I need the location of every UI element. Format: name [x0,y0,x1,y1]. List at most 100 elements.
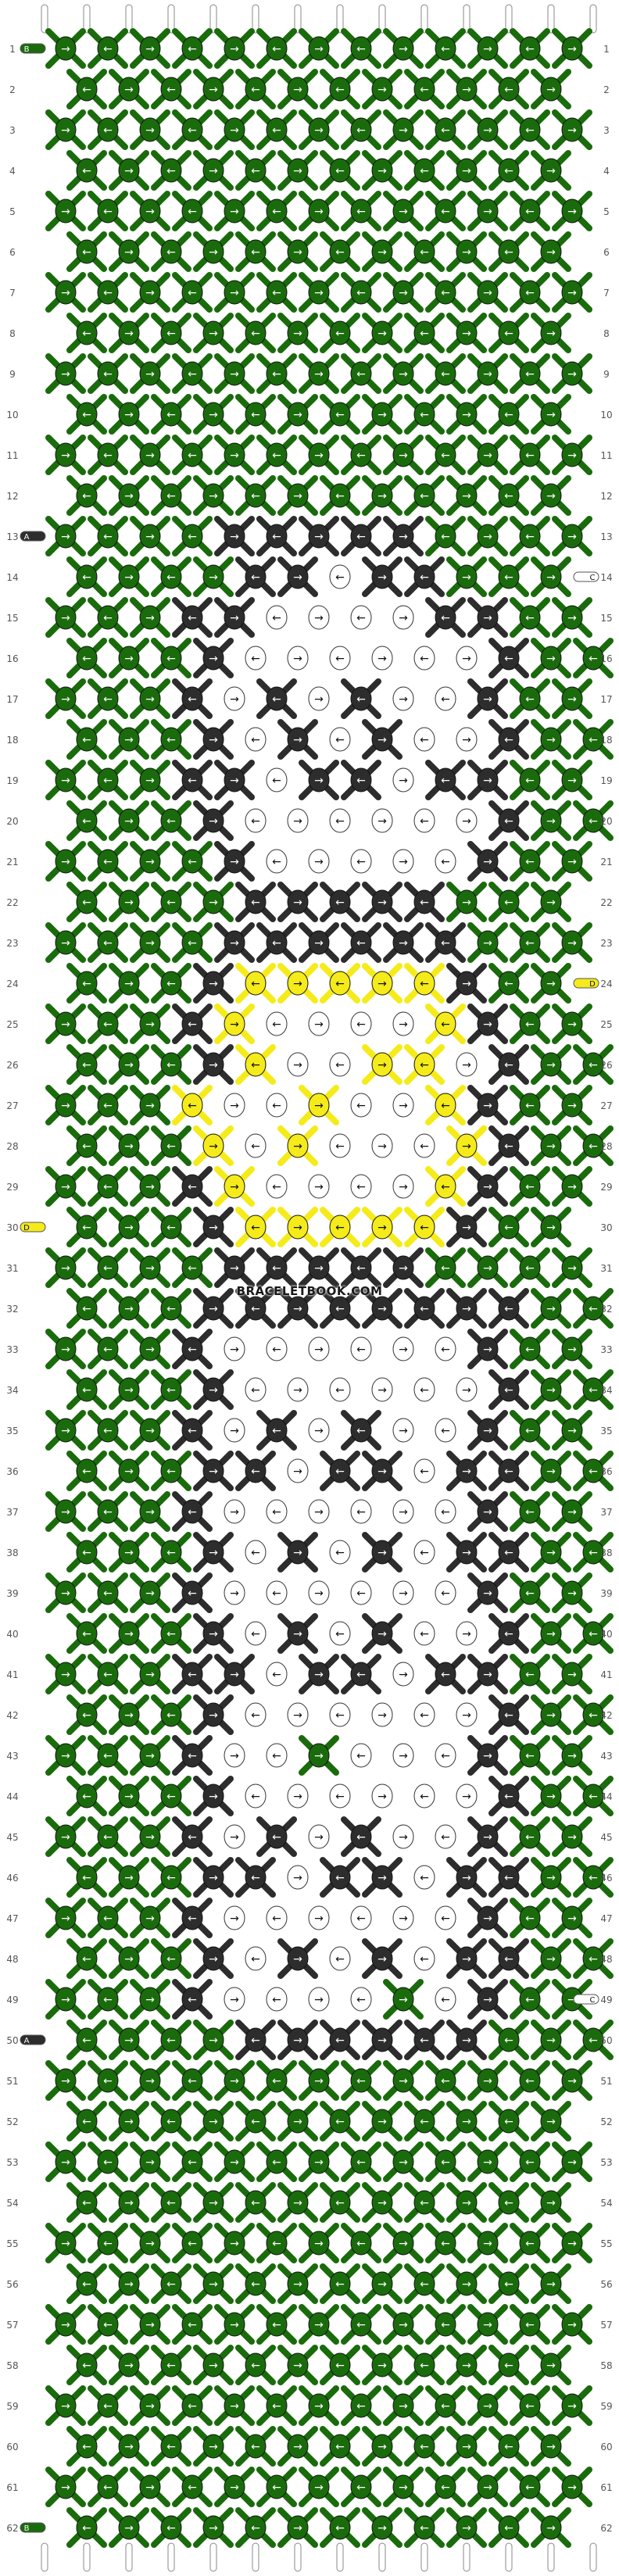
arrow-left-icon: ← [251,2034,260,2047]
arrow-right-icon: → [546,2278,556,2291]
arrow-left-icon: ← [251,1547,260,1559]
row-number-right: 31 [600,1263,612,1274]
arrow-left-icon: ← [420,2278,429,2291]
arrow-right-icon: → [483,937,492,950]
arrow-left-icon: ← [272,1506,281,1519]
arrow-left-icon: ← [504,490,513,503]
arrow-right-icon: → [293,1628,302,1640]
row-number-right: 44 [600,1791,612,1802]
arrow-left-icon: ← [82,2522,91,2535]
arrow-left-icon: ← [272,206,281,218]
arrow-right-icon: → [314,124,324,137]
knot [540,158,562,183]
arrow-right-icon: → [462,2522,471,2535]
arrow-left-icon: ← [188,2481,197,2494]
strand-top-stub [294,4,302,34]
arrow-right-icon: → [293,1872,302,1884]
arrow-right-icon: → [462,1872,471,1884]
arrow-left-icon: ← [420,2522,429,2535]
knot [477,117,499,142]
arrow-left-icon: ← [103,1587,113,1600]
arrow-left-icon: ← [589,1872,598,1884]
arrow-left-icon: ← [251,653,260,665]
arrow-right-icon: → [293,84,302,96]
arrow-right-icon: → [314,856,324,868]
arrow-left-icon: ← [272,2238,281,2250]
arrow-left-icon: ← [589,1303,598,1315]
arrow-left-icon: ← [335,896,345,909]
arrow-right-icon: → [462,2360,471,2372]
arrow-left-icon: ← [441,2075,450,2088]
arrow-right-icon: → [567,2238,577,2250]
row-number-left: 20 [6,816,18,827]
arrow-right-icon: → [61,2319,70,2331]
arrow-left-icon: ← [251,1303,260,1315]
arrow-right-icon: → [399,206,408,218]
knot [540,402,562,427]
arrow-right-icon: → [209,1791,218,1803]
knot [519,199,541,224]
arrow-left-icon: ← [188,2238,197,2250]
arrow-right-icon: → [61,856,70,868]
row-number-right: 1 [603,44,610,55]
arrow-right-icon: → [546,84,556,96]
knot [371,483,393,508]
arrow-left-icon: ← [504,2116,513,2128]
arrow-left-icon: ← [525,937,535,950]
arrow-left-icon: ← [166,978,176,990]
arrow-right-icon: → [567,1912,577,1925]
knot [498,320,520,345]
knot [519,117,541,142]
knot [76,77,98,102]
arrow-right-icon: → [546,2034,556,2047]
arrow-left-icon: ← [82,2116,91,2128]
arrow-right-icon: → [399,937,408,950]
row-number-left: 58 [6,2360,18,2371]
arrow-left-icon: ← [82,84,91,96]
arrow-right-icon: → [462,571,471,584]
knot [561,36,583,61]
arrow-right-icon: → [293,1222,302,1234]
arrow-left-icon: ← [504,2034,513,2047]
arrow-right-icon: → [462,2441,471,2453]
arrow-right-icon: → [462,1059,471,1072]
knot [371,402,393,427]
arrow-right-icon: → [314,1750,324,1762]
arrow-left-icon: ← [272,1994,281,2006]
arrow-left-icon: ← [356,449,366,462]
arrow-left-icon: ← [356,1669,366,1681]
arrow-left-icon: ← [356,43,366,55]
row-number-right: 32 [600,1304,612,1315]
arrow-left-icon: ← [335,490,345,503]
arrow-right-icon: → [377,2441,387,2453]
knot [519,361,541,386]
arrow-right-icon: → [293,978,302,990]
arrow-right-icon: → [314,1100,324,1112]
arrow-left-icon: ← [188,2075,197,2088]
arrow-left-icon: ← [251,1059,260,1072]
arrow-left-icon: ← [589,1709,598,1722]
arrow-left-icon: ← [441,124,450,137]
arrow-right-icon: → [124,1303,134,1315]
arrow-right-icon: → [230,449,239,462]
arrow-right-icon: → [546,815,556,828]
arrow-right-icon: → [293,1384,302,1397]
arrow-right-icon: → [230,1831,239,1844]
row-number-right: 20 [600,816,612,827]
knot [245,239,267,264]
arrow-left-icon: ← [188,1831,197,1844]
arrow-right-icon: → [462,815,471,828]
arrow-left-icon: ← [166,2034,176,2047]
knot [97,361,119,386]
arrow-left-icon: ← [589,1465,598,1478]
knot [55,524,77,549]
arrow-right-icon: → [546,653,556,665]
arrow-right-icon: → [145,2319,155,2331]
arrow-left-icon: ← [166,2522,176,2535]
arrow-right-icon: → [567,287,577,299]
arrow-right-icon: → [230,2075,239,2088]
arrow-right-icon: → [124,1791,134,1803]
arrow-left-icon: ← [356,1831,366,1844]
knot [181,442,203,467]
insertion-label: D [589,980,596,989]
